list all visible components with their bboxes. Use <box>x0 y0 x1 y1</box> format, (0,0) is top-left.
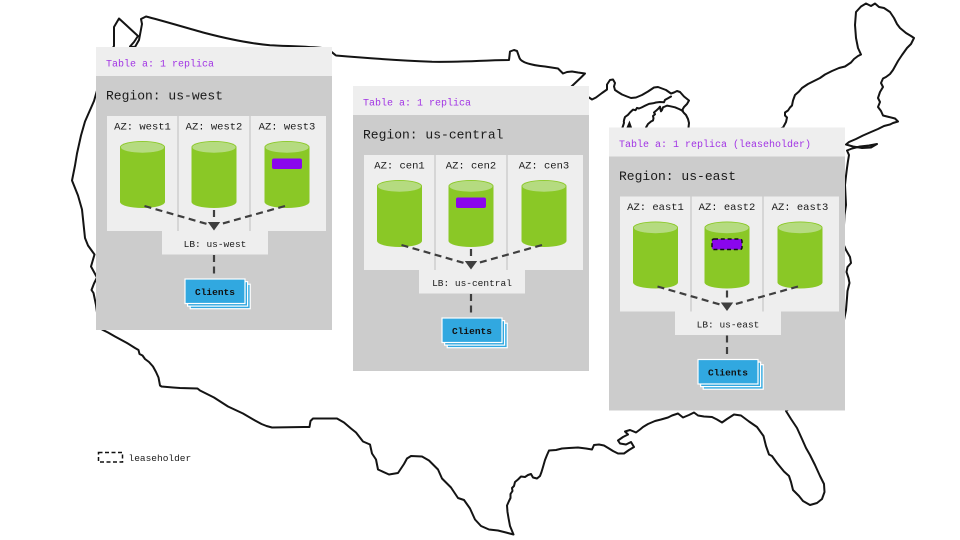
svg-text:AZ: east3: AZ: east3 <box>772 202 829 214</box>
svg-text:LB: us-west: LB: us-west <box>184 239 247 250</box>
svg-text:Region: us-central: Region: us-central <box>363 128 504 143</box>
svg-text:Table a: 1 replica: Table a: 1 replica <box>363 98 471 110</box>
svg-text:Clients: Clients <box>452 326 492 337</box>
svg-text:AZ: east2: AZ: east2 <box>699 202 756 214</box>
svg-text:leaseholder: leaseholder <box>129 453 192 464</box>
svg-text:AZ: cen3: AZ: cen3 <box>519 161 569 173</box>
svg-text:LB: us-east: LB: us-east <box>697 320 760 331</box>
svg-text:LB: us-central: LB: us-central <box>432 278 512 289</box>
svg-text:AZ: east1: AZ: east1 <box>627 202 684 214</box>
svg-text:Clients: Clients <box>195 287 235 298</box>
svg-text:Table a: 1 replica: Table a: 1 replica <box>106 59 214 71</box>
svg-text:AZ: cen1: AZ: cen1 <box>374 161 424 173</box>
svg-text:AZ: west2: AZ: west2 <box>186 122 243 134</box>
svg-text:AZ: west1: AZ: west1 <box>114 122 171 134</box>
svg-text:Region: us-west: Region: us-west <box>106 89 223 104</box>
svg-text:AZ: west3: AZ: west3 <box>259 122 316 134</box>
svg-text:Region: us-east: Region: us-east <box>619 169 736 184</box>
svg-text:AZ: cen2: AZ: cen2 <box>446 161 496 173</box>
svg-text:Table a: 1 replica (leaseholde: Table a: 1 replica (leaseholder) <box>619 139 811 151</box>
svg-text:Clients: Clients <box>708 368 748 379</box>
